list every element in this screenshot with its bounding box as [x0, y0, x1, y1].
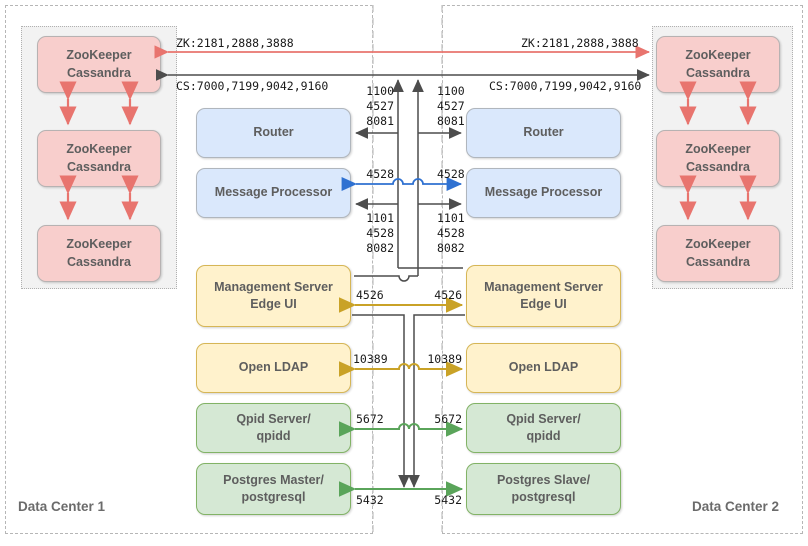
postgres-slave-right[interactable]: Postgres Slave/ postgresql — [466, 463, 621, 515]
port-label-pg-left: 5432 — [356, 493, 384, 507]
node-label-line1: ZooKeeper — [685, 142, 751, 157]
node-label-line1: Postgres Master/ — [223, 472, 324, 487]
node-label-line1: ZooKeeper — [685, 48, 751, 63]
node-label-line2: qpidd — [256, 429, 291, 443]
node-label-line1: Router — [253, 125, 294, 140]
node-label-line1: Qpid Server/ — [236, 411, 311, 426]
port-label-mp-right: 1101 4528 8082 — [437, 211, 465, 256]
port-label-qpid-right: 5672 — [434, 412, 462, 426]
datacenter-1-label: Data Center 1 — [18, 499, 106, 514]
router-right[interactable]: Router — [466, 108, 621, 158]
node-label-line1: Message Processor — [484, 185, 603, 200]
port-label-mp-sync-left: 4528 — [366, 167, 394, 181]
zookeeper-cassandra-left-3[interactable]: ZooKeeper Cassandra — [37, 225, 161, 282]
node-label-line1: Postgres Slave/ — [496, 472, 591, 487]
node-label-line1: Router — [523, 125, 564, 140]
central-bus-right-to-ms-left — [354, 275, 418, 282]
node-label-line2: Cassandra — [686, 254, 750, 269]
port-label-zk-right: ZK:2181,2888,3888 — [521, 36, 639, 50]
node-label-line2: postgresql — [511, 490, 576, 504]
port-label-zk-left: ZK:2181,2888,3888 — [176, 36, 294, 50]
datacenter-2-label: Data Center 2 — [692, 499, 780, 514]
port-label-ldap-right: 10389 — [427, 352, 462, 366]
port-label-cs-left: CS:7000,7199,9042,9160 — [176, 79, 329, 93]
open-ldap-right[interactable]: Open LDAP — [466, 343, 621, 393]
message-processor-right[interactable]: Message Processor — [466, 168, 621, 218]
qpid-link — [339, 421, 464, 437]
postgres-master-left[interactable]: Postgres Master/ postgresql — [196, 463, 351, 515]
port-label-mp-left: 1101 4528 8082 — [366, 211, 394, 256]
node-label-line2: Cassandra — [686, 65, 750, 80]
node-label-line1: ZooKeeper — [66, 237, 132, 252]
router-left[interactable]: Router — [196, 108, 351, 158]
ms-right-downlink — [408, 314, 465, 488]
node-label-line2: Edge UI — [250, 297, 297, 311]
management-server-edge-ui-right[interactable]: Management Server Edge UI — [466, 265, 621, 327]
openldap-replication-link — [339, 361, 464, 377]
node-label-line2: Edge UI — [520, 297, 567, 311]
port-label-ms-right: 4526 — [434, 288, 462, 302]
node-label-line2: Cassandra — [67, 254, 131, 269]
management-server-edge-ui-left[interactable]: Management Server Edge UI — [196, 265, 351, 327]
port-label-ldap-left: 10389 — [353, 352, 388, 366]
port-label-cs-right: CS:7000,7199,9042,9160 — [489, 79, 642, 93]
node-label-line1: ZooKeeper — [685, 237, 751, 252]
node-label-line2: Cassandra — [686, 159, 750, 174]
port-label-mp-sync-right: 4528 — [437, 167, 465, 181]
node-label-line1: Open LDAP — [238, 360, 309, 375]
qpid-server-left[interactable]: Qpid Server/ qpidd — [196, 403, 351, 453]
zookeeper-cassandra-right-1[interactable]: ZooKeeper Cassandra — [656, 36, 780, 93]
node-label-line2: postgresql — [241, 490, 306, 504]
qpid-server-right[interactable]: Qpid Server/ qpidd — [466, 403, 621, 453]
port-label-router-left: 1100 4527 8081 — [366, 84, 394, 129]
node-label-line1: Qpid Server/ — [506, 411, 581, 426]
zookeeper-cassandra-right-3[interactable]: ZooKeeper Cassandra — [656, 225, 780, 282]
node-label-line1: ZooKeeper — [66, 142, 132, 157]
node-label-line1: Open LDAP — [508, 360, 579, 375]
zookeeper-cassandra-right-2[interactable]: ZooKeeper Cassandra — [656, 130, 780, 187]
node-label-line1: Management Server — [484, 279, 603, 294]
port-label-qpid-left: 5672 — [356, 412, 384, 426]
node-label-line2: Cassandra — [67, 65, 131, 80]
zookeeper-internal-links-left — [59, 81, 139, 221]
zookeeper-cassandra-left-1[interactable]: ZooKeeper Cassandra — [37, 36, 161, 93]
port-label-pg-right: 5432 — [434, 493, 462, 507]
ms-left-downlink — [352, 314, 410, 488]
node-label-line1: ZooKeeper — [66, 48, 132, 63]
port-label-router-right: 1100 4527 8081 — [437, 84, 465, 129]
zookeeper-cassandra-left-2[interactable]: ZooKeeper Cassandra — [37, 130, 161, 187]
port-label-ms-left: 4526 — [356, 288, 384, 302]
node-label-line2: qpidd — [526, 429, 561, 443]
node-label-line2: Cassandra — [67, 159, 131, 174]
node-label-line1: Management Server — [214, 279, 333, 294]
zookeeper-internal-links-right — [679, 81, 757, 221]
message-processor-sync-link — [341, 176, 463, 192]
open-ldap-left[interactable]: Open LDAP — [196, 343, 351, 393]
message-processor-left[interactable]: Message Processor — [196, 168, 351, 218]
node-label-line1: Message Processor — [214, 185, 333, 200]
